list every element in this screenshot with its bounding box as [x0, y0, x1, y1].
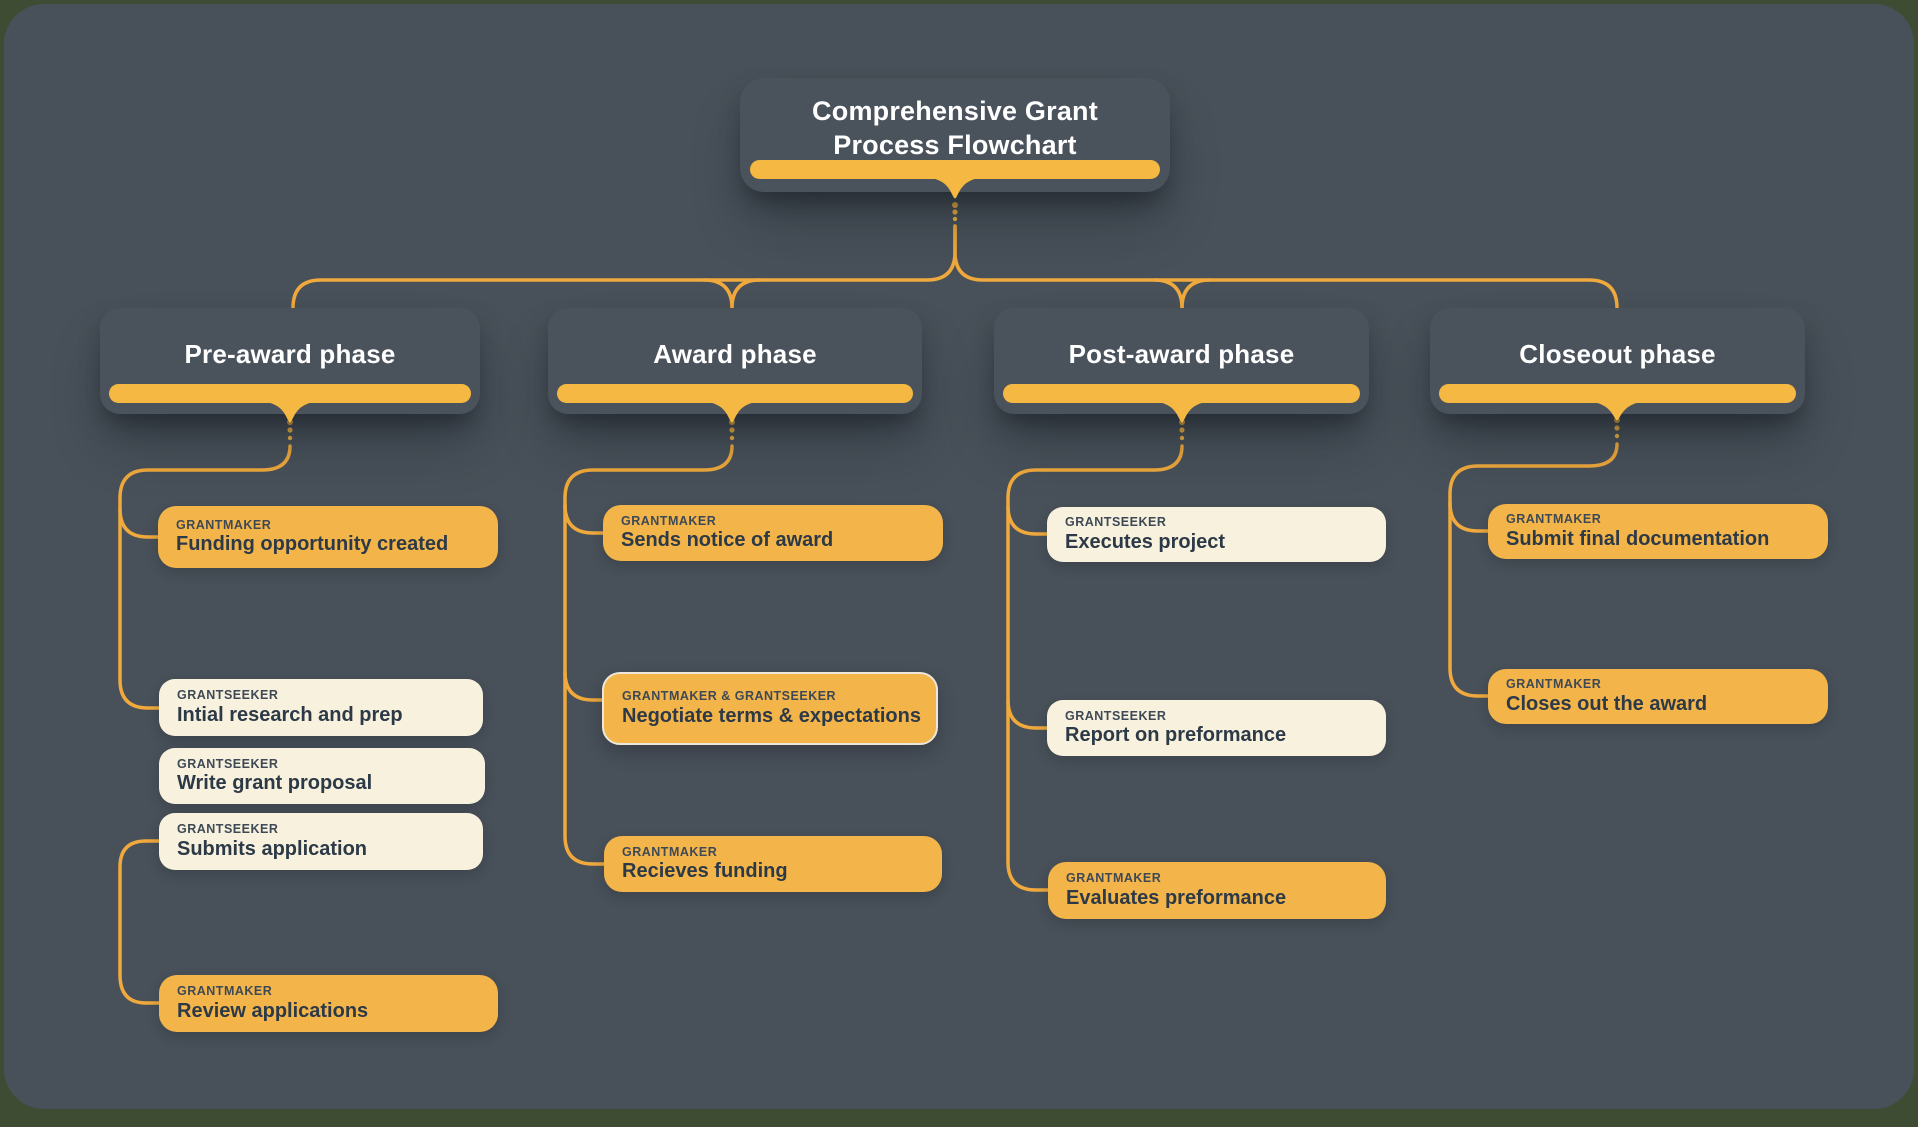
node-role: GRANTMAKER [622, 844, 718, 859]
node-title: Recieves funding [622, 860, 788, 883]
node-title: Funding opportunity created [176, 533, 449, 556]
node-role: GRANTMAKER [1066, 871, 1162, 886]
phase-accent-bar [557, 384, 913, 403]
flow-node-closes-out-the-award[interactable]: GRANTMAKER Closes out the award [1488, 669, 1828, 724]
flow-node-sends-notice-of-award[interactable]: GRANTMAKER Sends notice of award [603, 505, 943, 561]
phase-card-award[interactable]: Award phase [548, 308, 922, 414]
node-role: GRANTSEEKER [177, 756, 279, 771]
node-role: GRANTMAKER & GRANTSEEKER [622, 689, 837, 704]
flow-node-evaluates-preformance[interactable]: GRANTMAKER Evaluates preformance [1048, 862, 1386, 919]
phase-accent-bar [109, 384, 471, 403]
node-role: GRANTSEEKER [177, 688, 279, 703]
flow-node-negotiate-terms-expectations[interactable]: GRANTMAKER & GRANTSEEKER Negotiate terms… [602, 672, 938, 745]
flow-node-recieves-funding[interactable]: GRANTMAKER Recieves funding [604, 836, 942, 892]
node-title: Sends notice of award [621, 529, 834, 552]
flow-node-write-grant-proposal[interactable]: GRANTSEEKER Write grant proposal [159, 748, 485, 804]
flow-node-submits-application[interactable]: GRANTSEEKER Submits application [159, 813, 483, 870]
node-role: GRANTSEEKER [1065, 515, 1167, 530]
phase-accent-bar [1439, 384, 1796, 403]
flow-node-executes-project[interactable]: GRANTSEEKER Executes project [1047, 507, 1386, 562]
node-title: Evaluates preformance [1066, 886, 1287, 909]
phase-label: Closeout phase [1519, 339, 1716, 369]
phase-card-pre-award[interactable]: Pre-award phase [100, 308, 480, 414]
node-title: Submit final documentation [1506, 527, 1770, 550]
node-role: GRANTMAKER [176, 517, 272, 532]
flowchart-title: Comprehensive Grant Process Flowchart [740, 94, 1170, 162]
phase-card-post-award[interactable]: Post-award phase [994, 308, 1369, 414]
flow-node-intial-research-and-prep[interactable]: GRANTSEEKER Intial research and prep [159, 679, 483, 736]
phase-label: Award phase [653, 339, 817, 369]
node-role: GRANTMAKER [177, 984, 273, 999]
flow-node-submit-final-documentation[interactable]: GRANTMAKER Submit final documentation [1488, 504, 1828, 559]
node-role: GRANTMAKER [621, 513, 717, 528]
node-title: Review applications [177, 999, 369, 1022]
node-title: Negotiate terms & expectations [622, 704, 921, 727]
node-role: GRANTSEEKER [177, 822, 279, 837]
title-line-1: Comprehensive Grant [812, 96, 1098, 126]
phase-label: Pre-award phase [184, 339, 396, 369]
node-title: Report on preformance [1065, 724, 1287, 747]
node-title: Closes out the award [1506, 692, 1708, 715]
flow-node-funding-opportunity-created[interactable]: GRANTMAKER Funding opportunity created [158, 506, 498, 568]
node-role: GRANTMAKER [1506, 512, 1602, 527]
node-role: GRANTSEEKER [1065, 708, 1167, 723]
node-role: GRANTMAKER [1506, 677, 1602, 692]
phase-label: Post-award phase [1068, 339, 1295, 369]
node-title: Intial research and prep [177, 703, 403, 726]
node-title: Executes project [1065, 530, 1226, 553]
title-line-2: Process Flowchart [833, 130, 1077, 161]
flow-node-report-on-preformance[interactable]: GRANTSEEKER Report on preformance [1047, 700, 1386, 756]
flowchart-title-card[interactable]: Comprehensive Grant Process Flowchart [740, 78, 1170, 192]
phase-accent-bar [1003, 384, 1360, 403]
node-title: Write grant proposal [177, 772, 373, 795]
phase-card-closeout[interactable]: Closeout phase [1430, 308, 1805, 414]
node-title: Submits application [177, 837, 368, 860]
flow-node-review-applications[interactable]: GRANTMAKER Review applications [159, 975, 498, 1032]
title-accent-bar [750, 160, 1160, 179]
